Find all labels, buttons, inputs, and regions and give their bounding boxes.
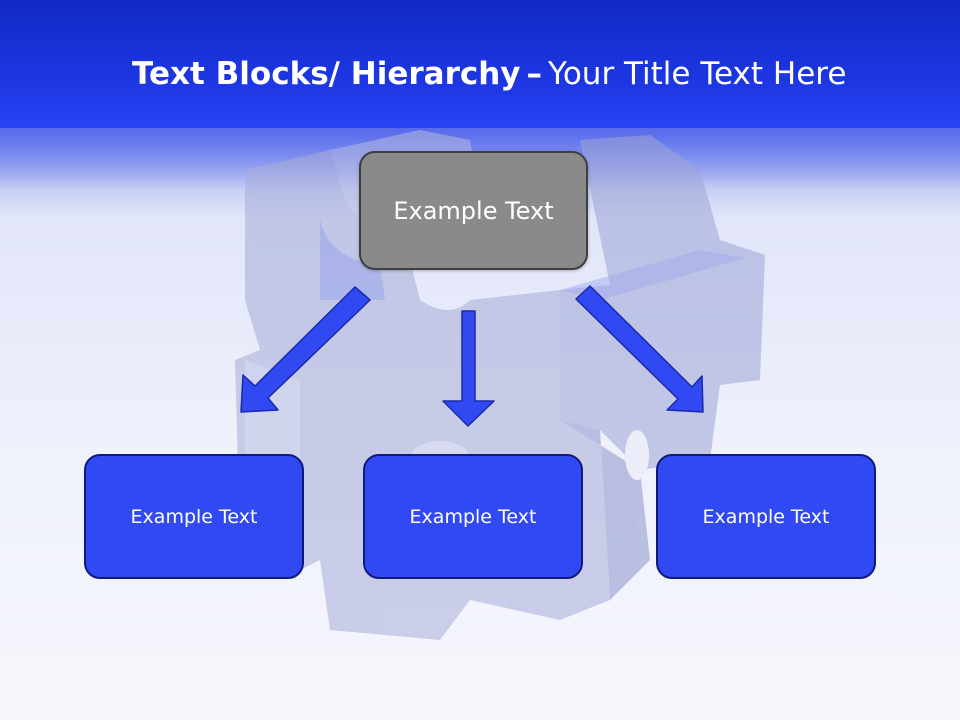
- title-separator: –: [526, 56, 543, 92]
- title-regular-part: Your Title Text Here: [548, 56, 847, 92]
- arrow-right: [575, 285, 704, 413]
- child-text-block-label: Example Text: [409, 505, 537, 528]
- child-text-block-middle[interactable]: Example Text: [363, 454, 583, 579]
- arrow-left: [240, 286, 371, 413]
- header-band: [0, 0, 960, 128]
- child-text-block-label: Example Text: [130, 505, 258, 528]
- top-text-block[interactable]: Example Text: [359, 151, 588, 270]
- title-bold-part: Text Blocks/ Hierarchy: [132, 56, 521, 92]
- arrow-middle: [442, 310, 495, 427]
- top-text-block-label: Example Text: [393, 196, 554, 225]
- child-text-block-label: Example Text: [702, 505, 830, 528]
- child-text-block-right[interactable]: Example Text: [656, 454, 876, 579]
- child-text-block-left[interactable]: Example Text: [84, 454, 304, 579]
- slide-title: Text Blocks/ Hierarchy–Your Title Text H…: [132, 56, 846, 92]
